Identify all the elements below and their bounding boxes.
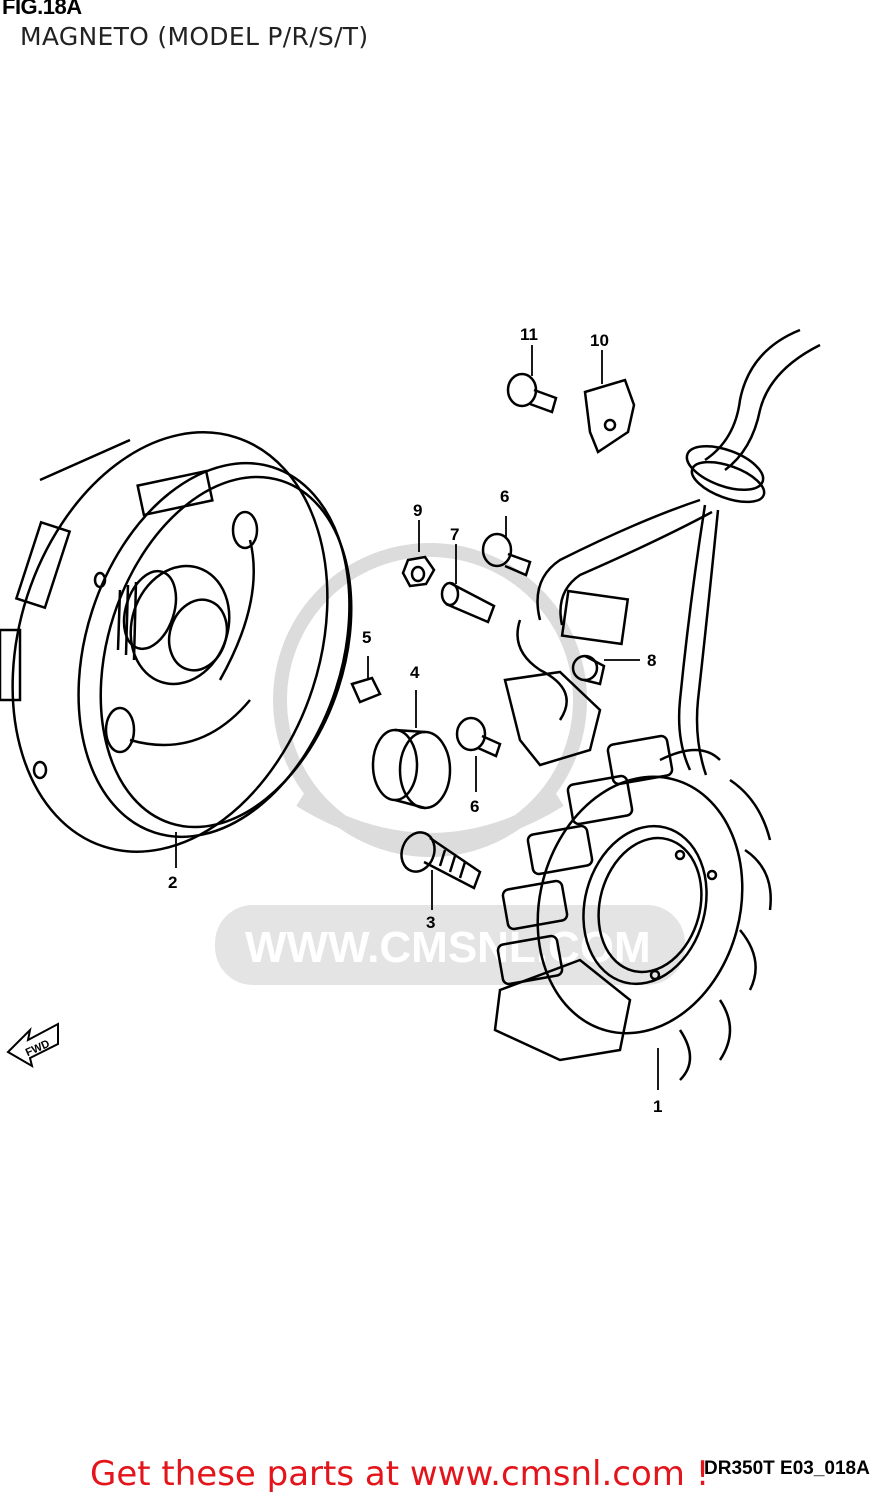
- figure-subtitle: MAGNETO (MODEL P/R/S/T): [20, 22, 369, 51]
- bolt[interactable]: [396, 828, 482, 890]
- spacer-short[interactable]: [571, 654, 606, 686]
- leader-lines: [175, 345, 659, 1090]
- callout-labels: 1 2 3 4 5 6 6 7 8 9 10 11: [168, 325, 662, 1116]
- key[interactable]: [350, 676, 382, 704]
- callout-6-lower: 6: [470, 797, 479, 816]
- clamp[interactable]: [583, 378, 636, 454]
- callout-5: 5: [362, 628, 371, 647]
- screw-lower[interactable]: [455, 716, 502, 758]
- stator[interactable]: [493, 734, 772, 1081]
- callout-8: 8: [647, 651, 656, 670]
- wiring-harness: [503, 328, 821, 776]
- callout-9: 9: [413, 501, 422, 520]
- callout-2: 2: [168, 873, 177, 892]
- fwd-arrow-icon: FWD: [6, 1022, 59, 1069]
- callout-11: 11: [520, 325, 538, 344]
- spacer-long[interactable]: [440, 581, 496, 624]
- callout-7: 7: [450, 525, 459, 544]
- screw-upper[interactable]: [481, 532, 532, 577]
- figure-title: FIG.18A: [2, 0, 82, 19]
- callout-6-upper: 6: [500, 487, 509, 506]
- screw-clamp[interactable]: [506, 372, 558, 414]
- gear[interactable]: [371, 728, 452, 810]
- callout-1: 1: [653, 1097, 662, 1116]
- callout-10: 10: [590, 331, 609, 350]
- callout-3: 3: [426, 913, 435, 932]
- rotor-flywheel[interactable]: [0, 391, 395, 893]
- nut[interactable]: [401, 555, 436, 588]
- promo-link[interactable]: Get these parts at www.cmsnl.com !: [90, 1454, 710, 1494]
- reference-code: DR350T E03_018A: [704, 1458, 870, 1479]
- callout-4: 4: [410, 663, 420, 682]
